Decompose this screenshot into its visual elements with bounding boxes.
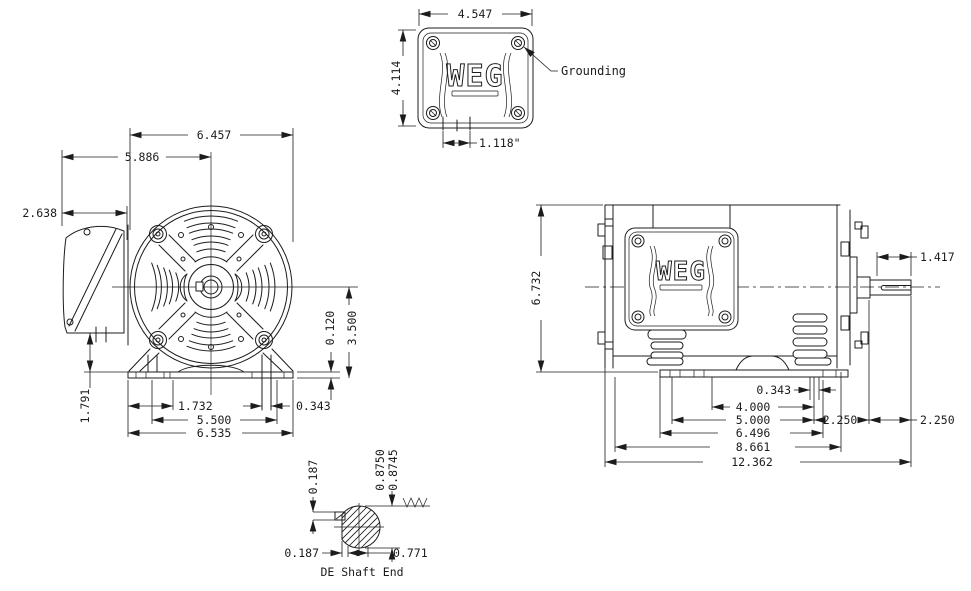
screw-icon: [426, 36, 440, 50]
terminal-box-top-linework: [417, 27, 534, 132]
front-view: 6.457 5.886 2.638 0.120 3.500: [22, 128, 359, 440]
dim-box-bottom-height: 1.791: [78, 332, 113, 424]
dim-foot-slot-span-text: 5.500: [197, 413, 232, 427]
dim-foot-slot-span: 5.500: [151, 380, 278, 427]
screw-icon: [718, 310, 732, 324]
dim-foot-slot-width-side-text: 0.343: [756, 383, 791, 397]
screw-icon: [631, 234, 645, 248]
dim-keyway-width-text: 0.187: [284, 546, 319, 560]
dim-foot-to-shaft-shoulder-text: 2.250: [823, 413, 858, 427]
dim-shaft-diameter: 0.8750 0.8745: [365, 449, 430, 562]
dim-overall-length-text: 12.362: [731, 455, 773, 469]
screw-icon: [426, 106, 440, 120]
dim-shaft-dia-min-text: 0.8745: [386, 449, 400, 491]
dim-base-thickness: 0.120: [323, 311, 337, 400]
grounding-label: Grounding: [561, 64, 626, 78]
dim-box-width: 4.547: [418, 7, 533, 26]
top-view: WEG 4.547 4.114 1.118": [389, 7, 626, 150]
dim-keyway-height: 0.187: [306, 460, 341, 534]
dim-box-to-center: 5.886: [61, 150, 211, 226]
dim-overall-width-text: 6.457: [197, 128, 232, 142]
screw-icon: [255, 225, 273, 243]
dim-box-to-center-text: 5.886: [125, 150, 160, 164]
dim-keyway-width: 0.187 0.771: [284, 541, 428, 560]
side-extension-lines: [604, 296, 912, 467]
screw-icon: [718, 234, 732, 248]
dim-foot-slot-width-front-text: 0.343: [296, 399, 331, 413]
shaft-detail-caption: DE Shaft End: [320, 565, 403, 579]
screw-icon: [149, 225, 167, 243]
dim-foot-span-narrow-text: 4.000: [736, 400, 771, 414]
dim-foot-span-narrow: 4.000: [712, 400, 814, 414]
shaft-detail-view: 0.187 0.8750 0.8745 0.187 0.771 DE Shaft…: [284, 449, 430, 579]
dim-box-projection-text: 2.638: [22, 206, 57, 220]
dim-base-thickness-text: 0.120: [323, 311, 337, 346]
dim-overall-height-text: 6.732: [529, 271, 543, 306]
dim-base-length: 6.496: [660, 380, 824, 440]
dim-shoulder-to-shaft-end-text: 2.250: [920, 413, 955, 427]
side-view: WEG 6.732 1.417: [529, 204, 955, 469]
dim-foot-to-shaft-shoulder: 2.250: [814, 413, 869, 427]
dim-shaft-height-text: 3.500: [345, 311, 359, 346]
dim-conduit-opening: 1.118": [442, 131, 521, 150]
dim-frame-length: 8.661: [615, 440, 841, 454]
weg-logo: WEG: [656, 257, 706, 291]
screw-icon: [255, 331, 273, 349]
dim-frame-length-text: 8.661: [736, 440, 771, 454]
dim-flat-to-edge-text: 0.771: [393, 546, 428, 560]
weg-logo-text: WEG: [446, 59, 503, 94]
dim-box-depth-text: 4.114: [389, 61, 403, 96]
weg-logo-text: WEG: [656, 257, 706, 287]
dim-box-projection: 2.638: [22, 206, 128, 240]
shaft-section-linework: [334, 503, 384, 551]
dim-shoulder-to-shaft-end: 2.250: [869, 413, 955, 427]
dim-overall-width: 6.457: [129, 128, 294, 242]
dim-foot-span-wide: 5.000: [672, 413, 814, 427]
dim-foot-slot-width-front: 0.343: [243, 399, 331, 413]
screw-icon: [631, 310, 645, 324]
dim-box-width-text: 4.547: [458, 7, 493, 21]
dim-base-width-text: 6.535: [197, 426, 232, 440]
screw-icon: [149, 331, 167, 349]
dim-base-length-text: 6.496: [736, 426, 771, 440]
dim-conduit-opening-text: 1.118": [479, 136, 521, 150]
dim-edge-to-foot-slot: 1.732: [128, 380, 213, 413]
dim-base-width: 6.535: [127, 380, 294, 440]
dim-edge-to-foot-slot-text: 1.732: [178, 399, 213, 413]
dim-box-depth: 4.114: [389, 29, 416, 127]
dim-shaft-dia-max-text: 0.8750: [373, 449, 387, 491]
dim-overall-height: 6.732: [529, 204, 658, 373]
dim-shaft-extension: 1.417: [876, 250, 955, 276]
dim-foot-slot-width-side: 0.343: [756, 383, 836, 397]
dim-overall-length: 12.362: [605, 455, 911, 469]
dim-box-bottom-height-text: 1.791: [78, 389, 92, 424]
side-frame-linework: [585, 204, 940, 378]
grounding-callout: Grounding: [523, 46, 626, 78]
dim-keyway-height-text: 0.187: [306, 460, 320, 495]
front-base-linework: [84, 348, 340, 411]
dim-shaft-extension-text: 1.417: [920, 250, 955, 264]
screw-icon: [511, 106, 525, 120]
screw-icon: [511, 36, 525, 50]
fan-cover-linework: [112, 152, 358, 395]
surface-finish-icon: [402, 497, 428, 508]
weg-logo: WEG: [446, 59, 503, 97]
dim-foot-span-wide-text: 5.000: [736, 413, 771, 427]
conduit-box-profile: [62, 224, 129, 346]
dim-shaft-height: 3.500: [345, 287, 359, 378]
